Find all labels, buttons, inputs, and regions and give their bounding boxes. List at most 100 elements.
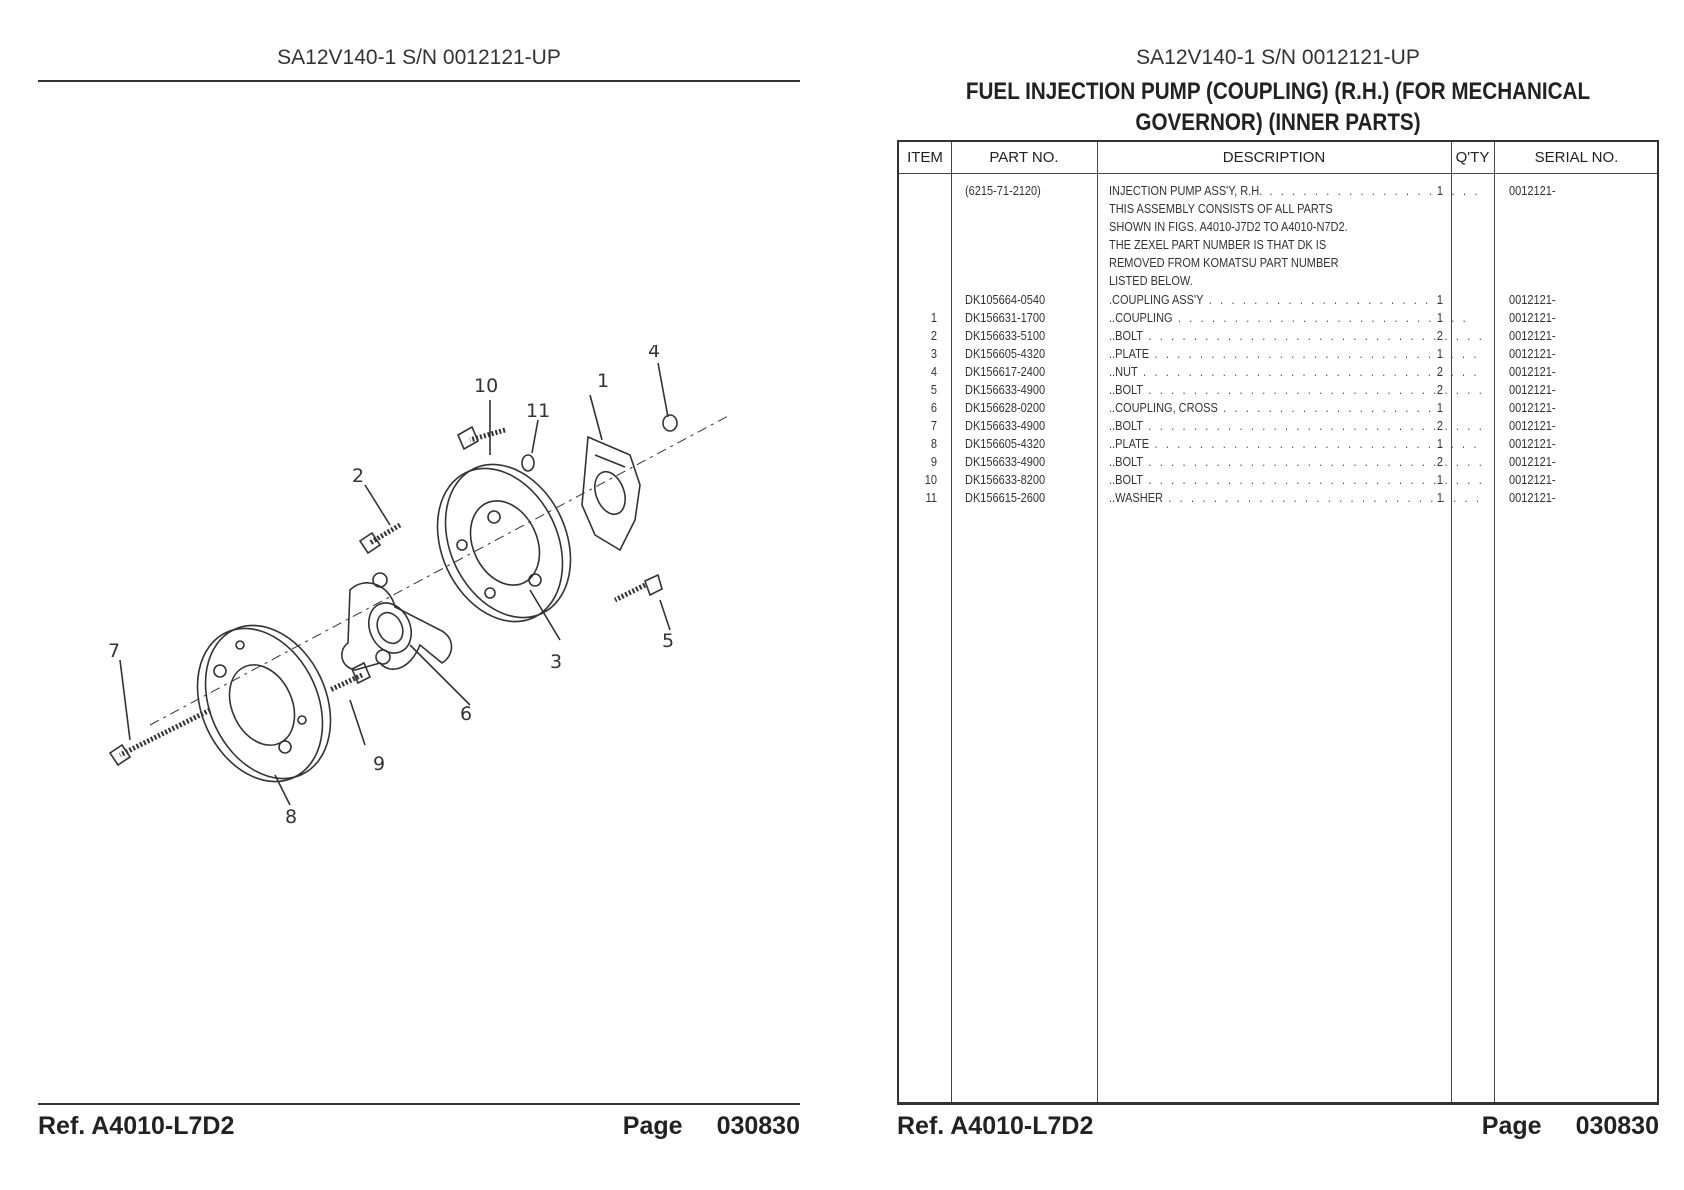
row-leader-dots: . . . . . . . . . . . . . . . . . . . bbox=[1223, 401, 1434, 415]
row-serial: 0012121- bbox=[1509, 311, 1556, 325]
callout-7: 7 bbox=[108, 640, 120, 662]
left-footer-rule bbox=[38, 1103, 800, 1105]
row-description: .COUPLING ASS'Y . . . . . . . . . . . . … bbox=[1109, 291, 1440, 309]
row-item: 9 bbox=[930, 455, 937, 469]
left-page-label: Page bbox=[622, 1112, 683, 1140]
row-part-no: DK156633-4900 bbox=[965, 383, 1046, 397]
page-title-line-1: FUEL INJECTION PUMP (COUPLING) (R.H.) (F… bbox=[965, 78, 1591, 105]
assembly-serial: 0012121- bbox=[1509, 184, 1556, 198]
row-item: 5 bbox=[930, 383, 937, 397]
callout-3: 3 bbox=[550, 651, 562, 673]
row-description-text: .COUPLING ASS'Y bbox=[1109, 293, 1204, 307]
row-serial: 0012121- bbox=[1509, 347, 1556, 361]
row-description: ..COUPLING . . . . . . . . . . . . . . .… bbox=[1109, 309, 1466, 327]
col-header-item: ITEM bbox=[907, 149, 943, 166]
assembly-part-no: (6215-71-2120) bbox=[965, 184, 1041, 198]
parts-table: ITEM PART NO. DESCRIPTION Q'TY SERIAL NO… bbox=[897, 140, 1659, 1104]
callout-11: 11 bbox=[526, 400, 550, 422]
row-item: 7 bbox=[930, 419, 937, 433]
col-divider bbox=[1097, 142, 1098, 1102]
row-part-no: DK156633-8200 bbox=[965, 473, 1046, 487]
row-description-text: ..BOLT bbox=[1109, 329, 1144, 343]
callout-9: 9 bbox=[373, 753, 385, 775]
row-item: 3 bbox=[930, 347, 937, 361]
row-serial: 0012121- bbox=[1509, 383, 1556, 397]
row-description: ..BOLT . . . . . . . . . . . . . . . . .… bbox=[1109, 381, 1482, 399]
row-qty: 1 bbox=[1436, 401, 1443, 415]
row-description: ..BOLT . . . . . . . . . . . . . . . . .… bbox=[1109, 327, 1482, 345]
right-page-number: 030830 bbox=[1575, 1112, 1659, 1140]
callout-5: 5 bbox=[662, 630, 674, 652]
row-description-text: ..PLATE bbox=[1109, 347, 1150, 361]
right-page-label: Page bbox=[1481, 1112, 1542, 1140]
row-leader-dots: . . . . . . . . . . . . . . . . . . . . … bbox=[1148, 473, 1485, 487]
row-item: 4 bbox=[930, 365, 937, 379]
row-description-text: ..BOLT bbox=[1109, 419, 1144, 433]
page-title: FUEL INJECTION PUMP (COUPLING) (R.H.) (F… bbox=[950, 76, 1605, 138]
row-leader-dots: . . . . . . . . . . . . . . . . . . . . … bbox=[1148, 419, 1485, 433]
row-item: 2 bbox=[930, 329, 937, 343]
left-header-rule bbox=[38, 80, 800, 82]
col-divider bbox=[1494, 142, 1495, 1102]
row-item: 11 bbox=[925, 491, 937, 505]
row-description: ..COUPLING, CROSS . . . . . . . . . . . … bbox=[1109, 399, 1431, 417]
row-leader-dots: . . . . . . . . . . . . . . . . . . . . … bbox=[1148, 455, 1485, 469]
row-leader-dots: . . . . . . . . . . . . . . . . . . . . … bbox=[1148, 329, 1485, 343]
col-divider bbox=[951, 142, 952, 1102]
row-part-no: DK156631-1700 bbox=[965, 311, 1046, 325]
row-part-no: DK156633-5100 bbox=[965, 329, 1046, 343]
row-leader-dots: . . . . . . . . . . . . . . . . . . . . … bbox=[1154, 347, 1480, 361]
row-description-text: ..COUPLING bbox=[1109, 311, 1173, 325]
row-serial: 0012121- bbox=[1509, 293, 1556, 307]
row-serial: 0012121- bbox=[1509, 455, 1556, 469]
row-qty: 1 bbox=[1436, 347, 1443, 361]
row-serial: 0012121- bbox=[1509, 437, 1556, 451]
row-leader-dots: . . . . . . . . . . . . . . . . . . . . … bbox=[1154, 437, 1480, 451]
row-qty: 2 bbox=[1436, 455, 1443, 469]
col-header-qty: Q'TY bbox=[1455, 149, 1490, 166]
row-description: ..BOLT . . . . . . . . . . . . . . . . .… bbox=[1109, 453, 1482, 471]
callout-1: 1 bbox=[597, 370, 609, 392]
assembly-note-2: SHOWN IN FIGS. A4010-J7D2 TO A4010-N7D2. bbox=[1109, 220, 1348, 234]
row-qty: 1 bbox=[1436, 293, 1443, 307]
col-header-description: DESCRIPTION bbox=[1222, 149, 1326, 166]
row-description: ..NUT . . . . . . . . . . . . . . . . . … bbox=[1109, 363, 1476, 381]
col-header-part-no: PART NO. bbox=[989, 149, 1059, 166]
row-part-no: DK156633-4900 bbox=[965, 455, 1046, 469]
row-qty: 1 bbox=[1436, 473, 1443, 487]
left-page-number: 030830 bbox=[716, 1112, 800, 1140]
assembly-description-text: INJECTION PUMP ASS'Y, R.H. bbox=[1109, 184, 1263, 198]
row-part-no: DK156615-2600 bbox=[965, 491, 1046, 505]
assembly-note-1: THIS ASSEMBLY CONSISTS OF ALL PARTS bbox=[1109, 202, 1333, 216]
row-description: ..PLATE . . . . . . . . . . . . . . . . … bbox=[1109, 435, 1476, 453]
row-qty: 1 bbox=[1436, 491, 1443, 505]
row-qty: 2 bbox=[1436, 383, 1443, 397]
callout-2: 2 bbox=[352, 465, 364, 487]
page-title-line-2: GOVERNOR) (INNER PARTS) bbox=[1135, 109, 1421, 136]
row-description-text: ..WASHER bbox=[1109, 491, 1163, 505]
row-description: ..WASHER . . . . . . . . . . . . . . . .… bbox=[1109, 489, 1479, 507]
row-item: 8 bbox=[930, 437, 937, 451]
left-page-number-block: Page 030830 bbox=[589, 1112, 800, 1141]
right-ref-label: Ref. A4010-L7D2 bbox=[897, 1112, 1094, 1140]
col-divider bbox=[1451, 142, 1452, 1102]
callout-6: 6 bbox=[460, 703, 472, 725]
row-item: 6 bbox=[930, 401, 937, 415]
right-page-footer: Ref. A4010-L7D2 Page 030830 bbox=[897, 1112, 1659, 1141]
row-serial: 0012121- bbox=[1509, 419, 1556, 433]
row-description-text: ..BOLT bbox=[1109, 455, 1144, 469]
row-qty: 2 bbox=[1436, 365, 1443, 379]
assembly-description: INJECTION PUMP ASS'Y, R.H. . . . . . . .… bbox=[1109, 184, 1481, 198]
row-leader-dots: . . . . . . . . . . . . . . . . . . . . … bbox=[1177, 311, 1469, 325]
assembly-qty: 1 bbox=[1436, 184, 1443, 198]
row-part-no: DK156605-4320 bbox=[965, 347, 1046, 361]
right-footer-rule bbox=[897, 1103, 1659, 1105]
callout-10: 10 bbox=[474, 375, 498, 397]
assembly-note-5: LISTED BELOW. bbox=[1109, 274, 1193, 288]
right-page-number-block: Page 030830 bbox=[1448, 1112, 1659, 1141]
row-qty: 2 bbox=[1436, 419, 1443, 433]
row-serial: 0012121- bbox=[1509, 365, 1556, 379]
right-page-header: SA12V140-1 S/N 0012121-UP bbox=[1136, 46, 1420, 69]
row-description: ..BOLT . . . . . . . . . . . . . . . . .… bbox=[1109, 471, 1482, 489]
